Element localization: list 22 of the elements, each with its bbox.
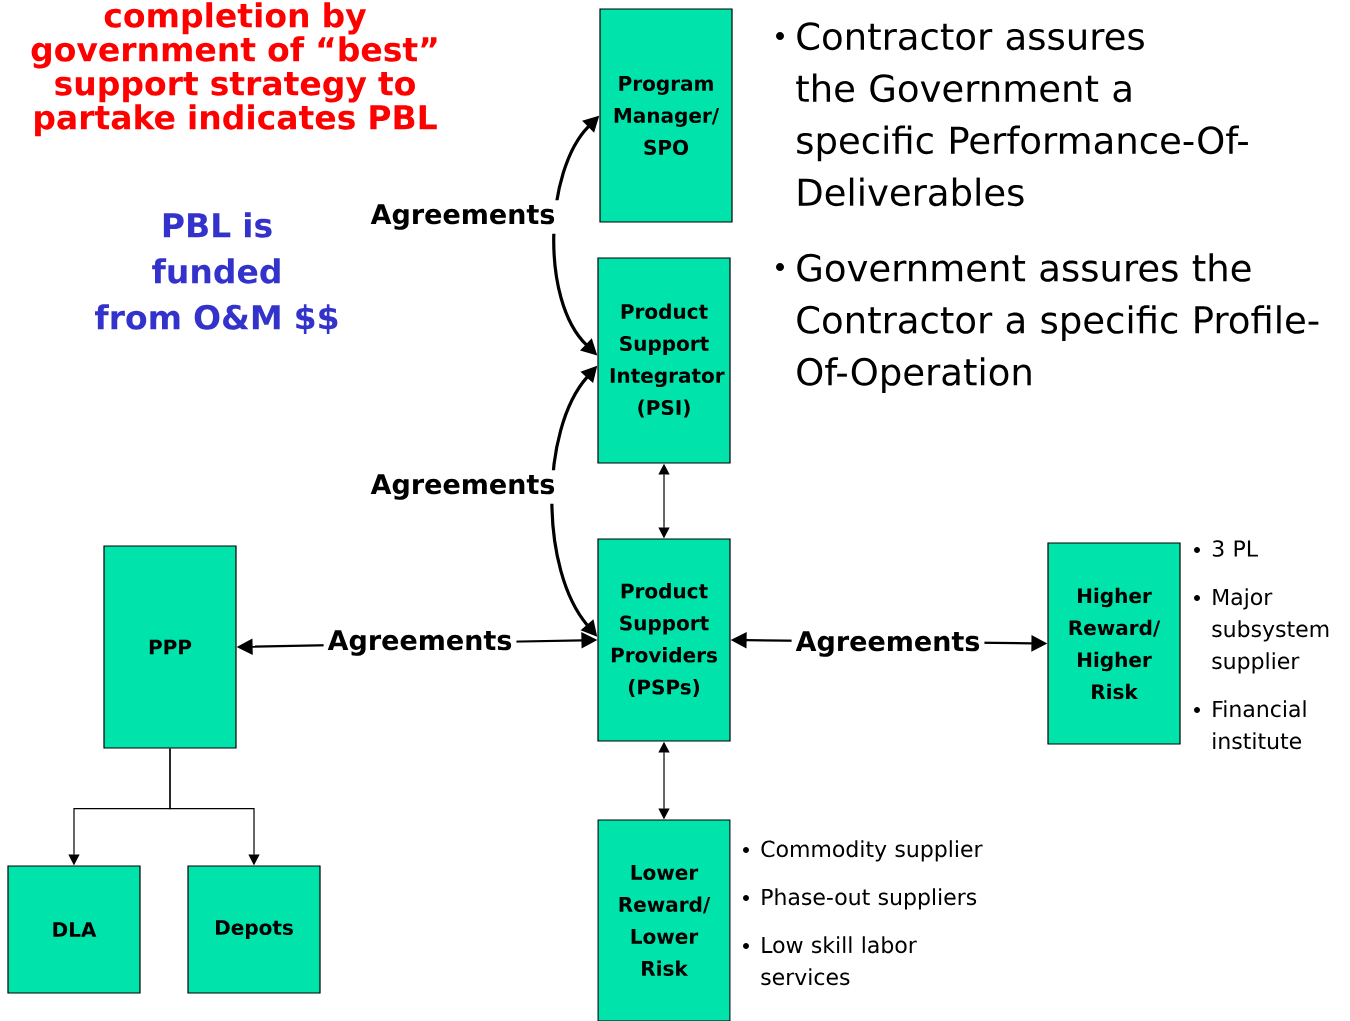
edge-label: Agreements bbox=[366, 200, 560, 234]
side-note: 3 PL bbox=[1212, 540, 1258, 557]
side-note: Commodity supplier bbox=[761, 840, 983, 862]
process-box: Product Support Integrator (PSI) bbox=[597, 257, 731, 464]
process-box: Product Support Providers (PSPs) bbox=[597, 538, 731, 742]
note-text: completion by government of “best” support strategy to partake indicates PBL bbox=[31, 2, 437, 137]
process-box: Depots bbox=[187, 865, 321, 994]
edge-label: Agreements bbox=[366, 470, 560, 504]
side-note: Major subsystem supplier bbox=[1212, 588, 1329, 674]
note-text: PBL is funded from O&M $$ bbox=[95, 212, 338, 335]
process-box: PPP bbox=[103, 545, 237, 749]
side-note: Low skill labor services bbox=[761, 936, 917, 986]
process-box: Program Manager/ SPO bbox=[599, 8, 733, 223]
edge-label: Agreements bbox=[791, 627, 985, 661]
process-box: Lower Reward/ Lower Risk bbox=[597, 819, 731, 1021]
bullet-text: Government assures the Contractor a specific Profile-Of-Operation bbox=[797, 253, 1319, 393]
process-box: DLA bbox=[7, 865, 141, 994]
bullet-text: Contractor assures the Government a specific Performance-Of-Deliverables bbox=[796, 22, 1248, 207]
side-note: Phase-out suppliers bbox=[762, 888, 977, 910]
side-note: Financial institute bbox=[1213, 700, 1306, 750]
process-box: Higher Reward/ Higher Risk bbox=[1047, 542, 1181, 745]
edge-label: Agreements bbox=[323, 626, 517, 660]
